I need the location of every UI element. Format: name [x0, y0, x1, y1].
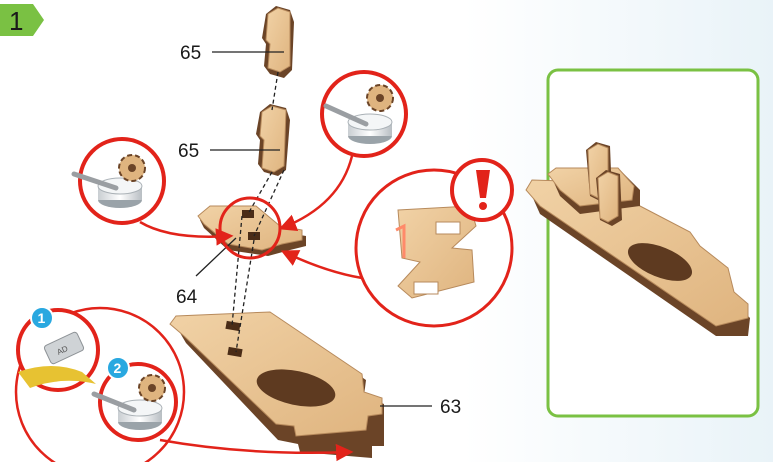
- detail-slot-a: [436, 222, 460, 234]
- part-65-mid-face: [260, 106, 286, 172]
- part-65-top-face: [266, 8, 290, 72]
- gear-icon-top: [367, 85, 393, 111]
- part-65-mid: [256, 104, 290, 176]
- label-65-top: 65: [180, 43, 201, 64]
- label-64: 64: [176, 287, 198, 308]
- step-number: 1: [9, 6, 23, 36]
- detail-slot-b: [414, 282, 438, 294]
- label-65-mid: 65: [178, 141, 199, 162]
- part-64-slot-a: [242, 210, 254, 218]
- substep-number-1: 1: [38, 310, 46, 326]
- label-63: 63: [440, 397, 461, 418]
- assembled-peg-front: [598, 172, 618, 222]
- result-panel: [526, 70, 758, 416]
- part-65-top: [262, 6, 294, 78]
- substep-number-2: 2: [114, 360, 122, 376]
- gear-icon-left: [119, 155, 145, 181]
- gear-icon-bottom: [139, 375, 165, 401]
